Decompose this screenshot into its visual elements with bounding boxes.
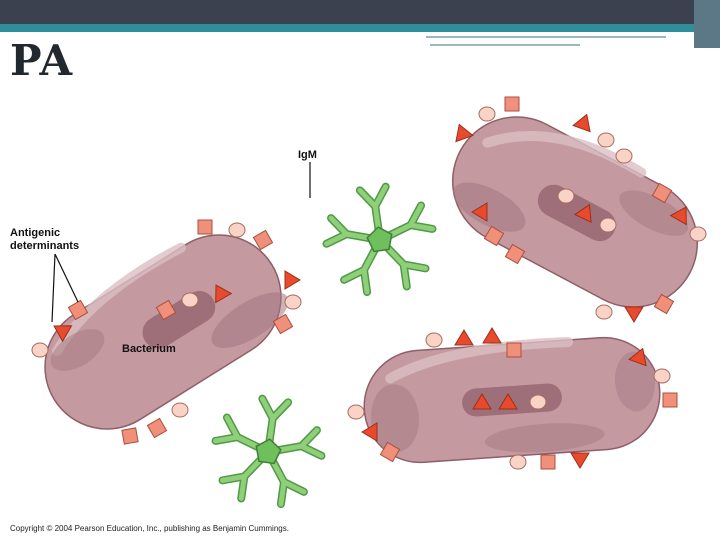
label-bacterium: Bacterium bbox=[122, 343, 176, 355]
decor-line bbox=[430, 44, 580, 46]
slide-top-bar bbox=[0, 0, 720, 24]
label-antigenic-line2: determinants bbox=[10, 240, 79, 252]
slide-top-accent bbox=[0, 24, 720, 32]
label-igm: IgM bbox=[298, 149, 317, 161]
antigen-pointer-line-1 bbox=[54, 253, 79, 303]
decor-line bbox=[426, 36, 666, 38]
slide-top-corner bbox=[694, 0, 720, 48]
antigen-pointer-line-2 bbox=[51, 253, 56, 323]
bacterium-left bbox=[44, 234, 289, 430]
label-antigenic-line1: Antigenic bbox=[10, 227, 60, 239]
igm-antibody-top bbox=[320, 181, 440, 297]
igm-antibody-bottom bbox=[208, 393, 328, 509]
slide-title: PA bbox=[10, 36, 74, 85]
copyright-notice: Copyright © 2004 Pearson Education, Inc.… bbox=[10, 524, 289, 533]
